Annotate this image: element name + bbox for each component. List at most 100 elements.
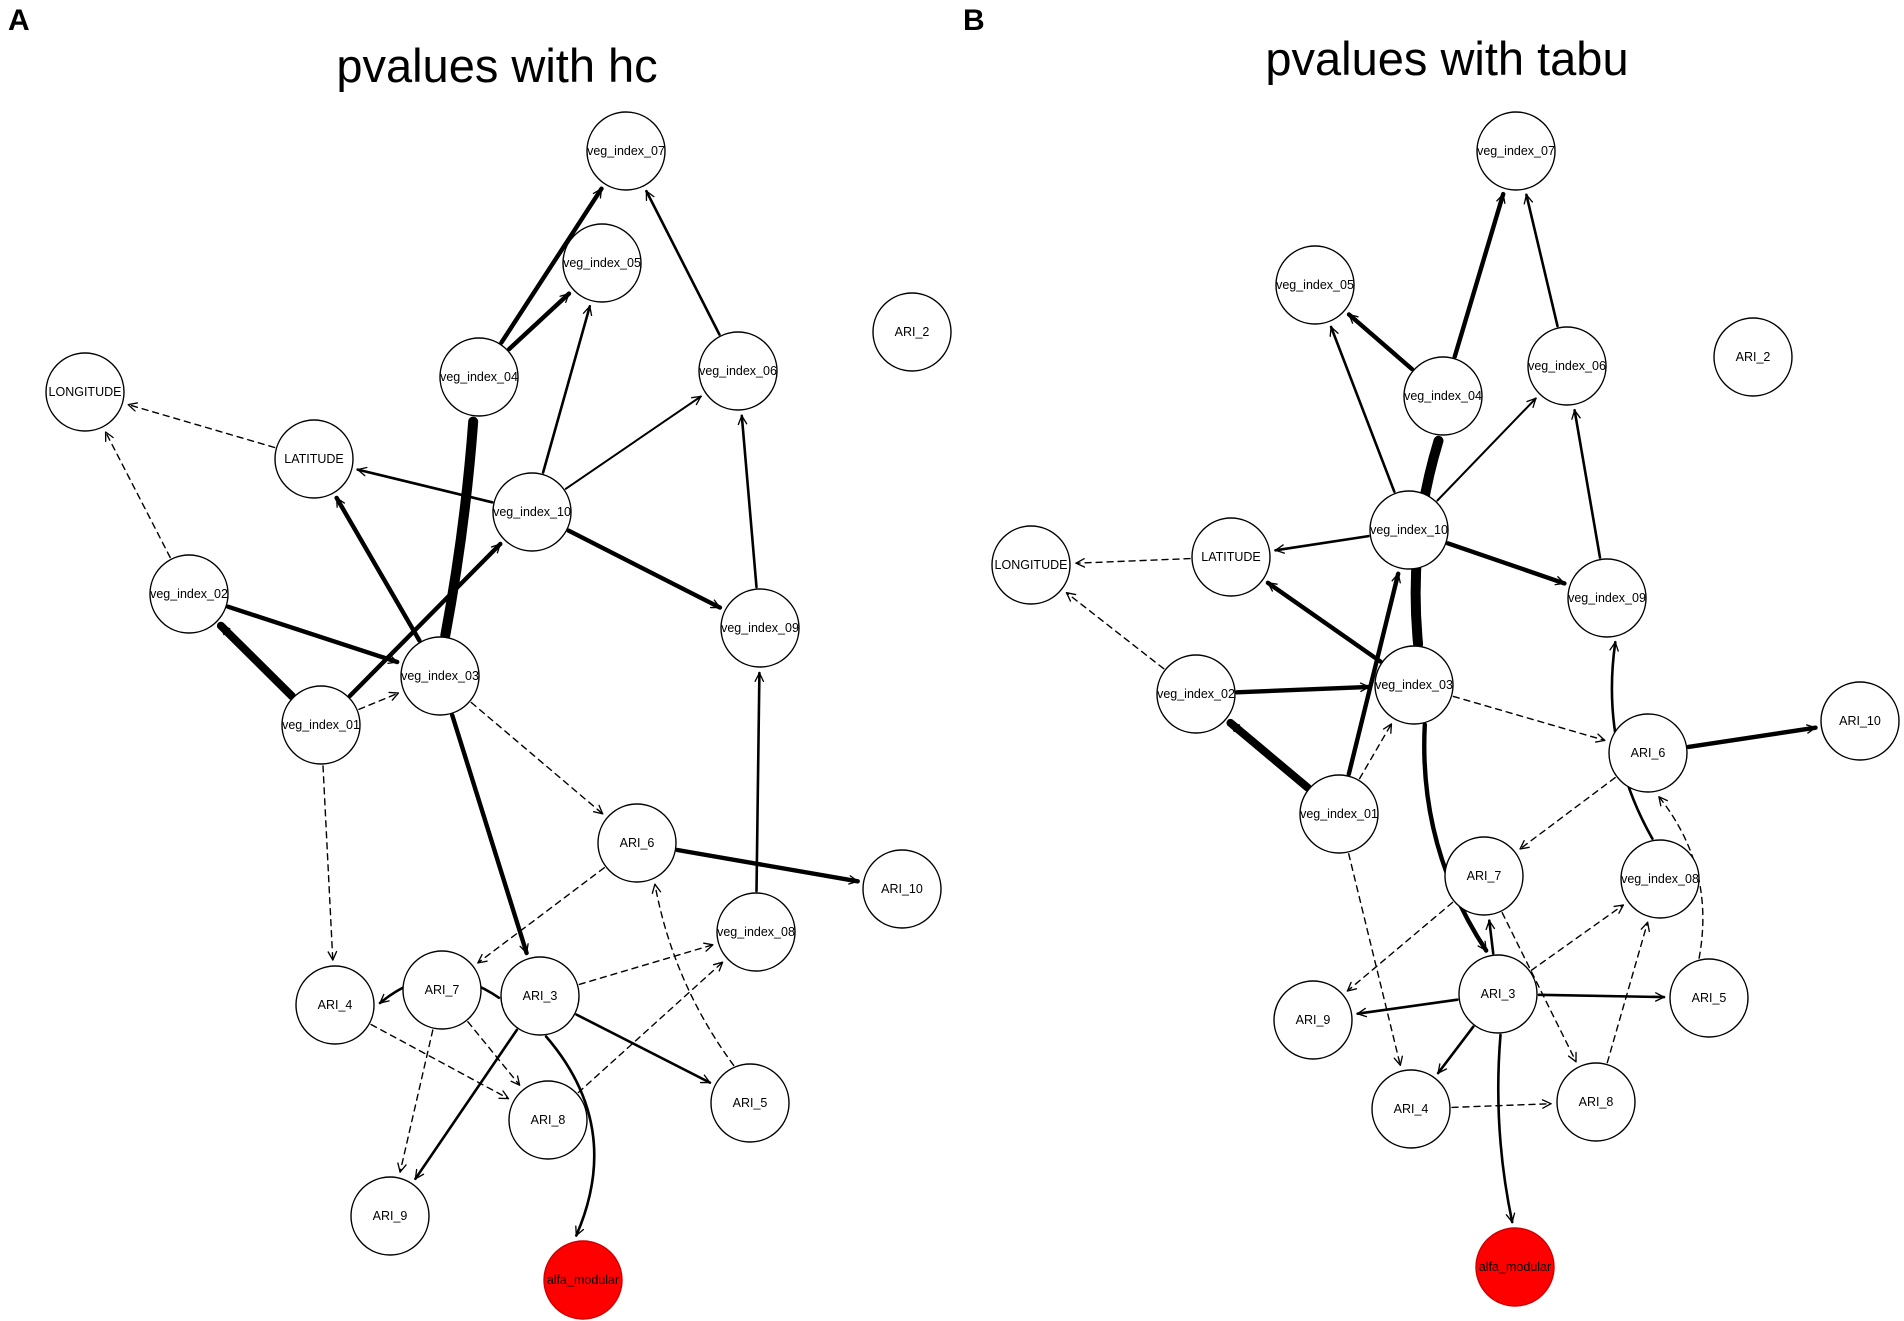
panel-a-node-label-alfa-modular: alfa_modular xyxy=(547,1273,619,1287)
panel-b-node-circle-ari-4 xyxy=(1371,1069,1451,1149)
panel-a-node-veg-index-06: veg_index_06 xyxy=(698,331,778,411)
panel-b-node-label-veg-index-05: veg_index_05 xyxy=(1276,278,1354,292)
panel-a-node-veg-index-04: veg_index_04 xyxy=(439,337,519,417)
panel-b-node-alfa-modular: alfa_modular xyxy=(1475,1227,1555,1307)
panel-b-edge-ari-6-to-ari-10 xyxy=(1686,724,1818,750)
panel-b-node-veg-index-05: veg_index_05 xyxy=(1275,245,1355,325)
panel-b-node-circle-longitude xyxy=(991,525,1071,605)
panel-b-node-label-ari-10: ARI_10 xyxy=(1839,714,1881,728)
panel-b-node-circle-veg-index-05 xyxy=(1275,245,1355,325)
panel-b-edge-veg-index-03-to-ari-3 xyxy=(1422,722,1489,953)
panel-a-edge-veg-index-10-to-latitude xyxy=(356,466,494,504)
panel-a-node-veg-index-05: veg_index_05 xyxy=(562,223,642,303)
panel-b-node-label-ari-3: ARI_3 xyxy=(1481,987,1516,1001)
panel-a-node-label-ari-3: ARI_3 xyxy=(523,989,558,1003)
panel-a-node-label-longitude: LONGITUDE xyxy=(49,385,122,399)
panel-a-node-longitude: LONGITUDE xyxy=(45,352,125,432)
panel-a-edge-ari-3-to-ari-5 xyxy=(575,1013,712,1084)
panel-a-node-label-veg-index-05: veg_index_05 xyxy=(563,256,641,270)
panel-a-edge-ari-6-to-ari-10 xyxy=(675,847,860,885)
panel-b-edge-ari-3-to-ari-9 xyxy=(1356,998,1459,1018)
panel-a-edge-veg-index-09-to-veg-index-06 xyxy=(737,414,758,589)
panel-a-node-veg-index-09: veg_index_09 xyxy=(720,588,800,668)
panel-b-node-circle-veg-index-04 xyxy=(1403,356,1483,436)
panel-b-node-label-ari-5: ARI_5 xyxy=(1692,991,1727,1005)
panel-a-node-ari-3: ARI_3 xyxy=(500,956,580,1036)
panel-a-node-label-veg-index-06: veg_index_06 xyxy=(699,364,777,378)
panel-a-edge-ari-3-to-alfa-modular xyxy=(544,1035,596,1237)
panel-b-node-ari-6: ARI_6 xyxy=(1608,713,1688,793)
panel-a-node-veg-index-10: veg_index_10 xyxy=(492,472,572,552)
panel-a-node-veg-index-02: veg_index_02 xyxy=(149,554,229,634)
panel-b-node-ari-2: ARI_2 xyxy=(1713,317,1793,397)
panel-a-node-circle-ari-4 xyxy=(295,965,375,1045)
panel-b-edge-veg-index-09-to-veg-index-06 xyxy=(1571,409,1602,559)
panel-b-edge-veg-index-02-to-longitude xyxy=(1065,592,1165,670)
panel-b-node-label-veg-index-02: veg_index_02 xyxy=(1157,687,1235,701)
panel-b-node-ari-10: ARI_10 xyxy=(1820,681,1900,761)
panel-b-node-circle-ari-5 xyxy=(1669,958,1749,1038)
panel-b-node-circle-alfa-modular xyxy=(1475,1227,1555,1307)
panel-a-node-label-veg-index-02: veg_index_02 xyxy=(150,587,228,601)
panel-a-edge-veg-index-10-to-veg-index-06 xyxy=(564,395,702,490)
panel-a-edge-veg-index-01-to-veg-index-03 xyxy=(358,691,400,711)
panel-b-edge-veg-index-04-to-veg-index-07 xyxy=(1452,191,1506,359)
panel-b-node-veg-index-07: veg_index_07 xyxy=(1476,111,1556,191)
panel-a-node-circle-veg-index-10 xyxy=(492,472,572,552)
panel-letter-a: A xyxy=(8,4,30,37)
panel-b-node-veg-index-10: veg_index_10 xyxy=(1369,490,1449,570)
panel-b-node-circle-veg-index-10 xyxy=(1369,490,1449,570)
panel-a-node-ari-4: ARI_4 xyxy=(295,965,375,1045)
panel-a-node-circle-ari-10 xyxy=(862,849,942,929)
panel-a-node-veg-index-01: veg_index_01 xyxy=(281,685,361,765)
panel-b-node-veg-index-09: veg_index_09 xyxy=(1567,558,1647,638)
panel-b-edge-veg-index-10-to-latitude xyxy=(1274,534,1370,554)
panel-b-edge-veg-index-01-to-ari-4 xyxy=(1348,853,1404,1066)
panel-a-node-circle-ari-5 xyxy=(710,1063,790,1143)
panel-b-edge-veg-index-06-to-veg-index-07 xyxy=(1523,193,1559,328)
panel-b-node-veg-index-04: veg_index_04 xyxy=(1403,356,1483,436)
panel-b-edge-ari-4-to-ari-8 xyxy=(1451,1099,1552,1109)
panel-a-node-circle-ari-8 xyxy=(508,1080,588,1160)
panel-a-edge-ari-4-to-ari-8 xyxy=(370,1023,510,1100)
panel-b-edge-ari-3-to-alfa-modular xyxy=(1496,1033,1516,1224)
panel-b-edge-ari-8-to-veg-index-08 xyxy=(1606,921,1650,1064)
panel-a-edge-veg-index-04-to-veg-index-07 xyxy=(499,186,604,345)
panel-a-node-ari-2: ARI_2 xyxy=(872,292,952,372)
panel-b-edge-ari-3-to-ari-5 xyxy=(1537,992,1666,1002)
panel-a-edge-ari-7-to-ari-9 xyxy=(397,1029,434,1173)
panel-b-node-label-veg-index-08: veg_index_08 xyxy=(1621,872,1699,886)
panel-a-node-circle-veg-index-09 xyxy=(720,588,800,668)
panel-b-node-circle-veg-index-08 xyxy=(1620,839,1700,919)
panel-b-node-circle-ari-3 xyxy=(1458,954,1538,1034)
panel-a-node-label-ari-7: ARI_7 xyxy=(425,983,460,997)
panel-a-edge-veg-index-10-to-veg-index-09 xyxy=(566,528,723,610)
panel-a-node-circle-latitude xyxy=(274,419,354,499)
panel-b-node-veg-index-02: veg_index_02 xyxy=(1156,654,1236,734)
panel-b-node-ari-4: ARI_4 xyxy=(1371,1069,1451,1149)
panel-b-node-circle-veg-index-06 xyxy=(1527,326,1607,406)
panel-a-node-circle-veg-index-06 xyxy=(698,331,778,411)
panel-b-node-ari-9: ARI_9 xyxy=(1273,980,1353,1060)
panel-b-node-label-veg-index-09: veg_index_09 xyxy=(1568,591,1646,605)
panel-a-edge-ari-7-to-ari-8 xyxy=(467,1021,521,1086)
panel-a-edge-veg-index-03-to-veg-index-04 xyxy=(440,416,479,641)
panel-a-edge-veg-index-02-to-longitude xyxy=(104,431,171,559)
panel-b-node-veg-index-01: veg_index_01 xyxy=(1299,774,1379,854)
panel-a-title: pvalues with hc xyxy=(336,39,657,92)
panel-b-edge-ari-7-to-ari-9 xyxy=(1346,901,1454,992)
panel-a-node-veg-index-03: veg_index_03 xyxy=(400,636,480,716)
panel-b-edge-latitude-to-longitude xyxy=(1075,557,1191,568)
panel-b-edge-veg-index-02-to-veg-index-03 xyxy=(1234,682,1372,695)
panel-b-node-circle-ari-2 xyxy=(1713,317,1793,397)
panel-a-edge-veg-index-01-to-veg-index-10 xyxy=(347,541,503,699)
panel-a: pvalues with hc veg_index_07veg_index_05… xyxy=(45,39,952,1320)
panel-b-node-label-veg-index-07: veg_index_07 xyxy=(1477,144,1555,158)
panel-a-edge-ari-3-to-ari-9 xyxy=(414,1028,519,1181)
panel-b-node-circle-veg-index-09 xyxy=(1567,558,1647,638)
panel-a-node-veg-index-08: veg_index_08 xyxy=(716,892,796,972)
panel-b-node-circle-latitude xyxy=(1191,517,1271,597)
panel-a-node-circle-veg-index-03 xyxy=(400,636,480,716)
panel-a-edge-veg-index-10-to-veg-index-05 xyxy=(541,305,593,474)
